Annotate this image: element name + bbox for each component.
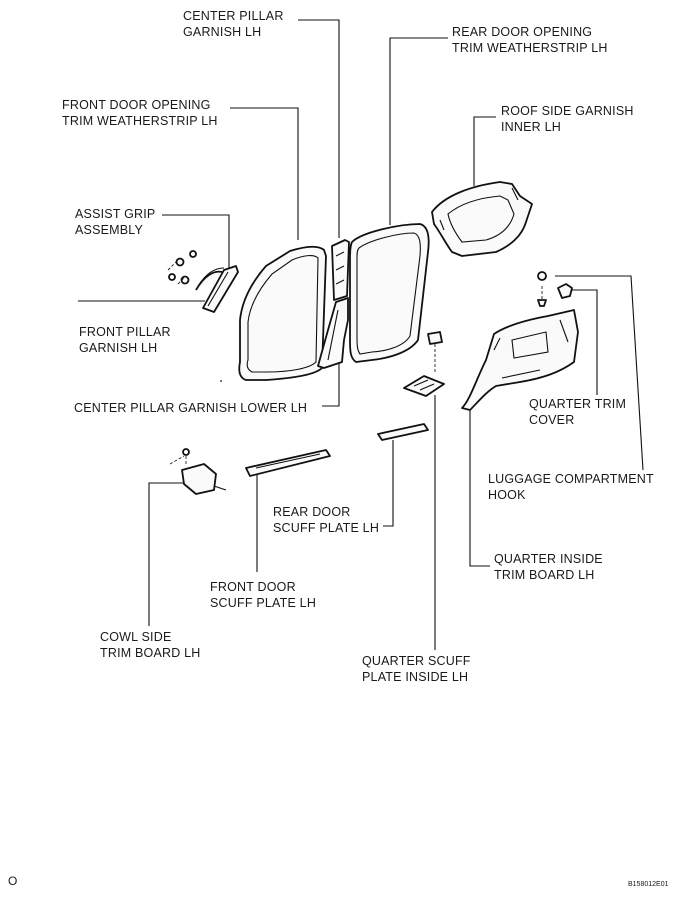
leader-roof-side-garnish: [473, 116, 496, 186]
leader-cowl-side-trim: [148, 482, 188, 626]
stray-dot: [220, 380, 222, 382]
label-rear-door-weatherstrip: REAR DOOR OPENING TRIM WEATHERSTRIP LH: [452, 25, 608, 55]
leader-quarter-trim-cover: [570, 289, 598, 395]
leader-center-pillar-garnish: [298, 19, 340, 238]
roof-side-garnish-part: [431, 181, 533, 257]
leader-front-door-weatherstrip: [230, 107, 299, 240]
label-cowl-side-trim: COWL SIDE TRIM BOARD LH: [100, 630, 201, 660]
label-rear-door-scuff: REAR DOOR SCUFF PLATE LH: [273, 505, 380, 535]
label-quarter-inside-trim: QUARTER INSIDE TRIM BOARD LH: [494, 552, 603, 582]
label-luggage-hook: LUGGAGE COMPARTMENT HOOK: [488, 472, 654, 502]
quarter-inside-trim-part: [461, 309, 579, 411]
front-door-scuff-part: [245, 449, 331, 477]
assist-grip-part: [167, 250, 225, 291]
front-door-weatherstrip-part: [238, 245, 327, 381]
leader-luggage-hook: [555, 275, 644, 471]
quarter-scuff-inside-part: [403, 331, 445, 397]
leader-center-pillar-lower: [322, 360, 340, 407]
rear-door-scuff-part: [377, 423, 429, 441]
figure-code: B158012E01: [628, 881, 669, 888]
label-quarter-trim-cover: QUARTER TRIM COVER: [529, 397, 627, 427]
rear-door-weatherstrip-part: [349, 223, 430, 363]
label-center-pillar-garnish: CENTER PILLAR GARNISH LH: [183, 9, 284, 39]
label-front-door-weatherstrip: FRONT DOOR OPENING TRIM WEATHERSTRIP LH: [62, 98, 218, 128]
label-roof-side-garnish: ROOF SIDE GARNISH INNER LH: [501, 104, 634, 134]
label-assist-grip: ASSIST GRIP ASSEMBLY: [75, 207, 156, 237]
label-center-pillar-lower: CENTER PILLAR GARNISH LOWER LH: [74, 401, 308, 415]
quarter-trim-cover-part: [537, 271, 573, 307]
leader-rear-door-weatherstrip: [389, 37, 448, 225]
corner-mark: O: [8, 874, 18, 888]
center-pillar-garnish-part: [331, 239, 350, 301]
center-pillar-lower-part: [317, 297, 349, 369]
leader-lines: [78, 19, 644, 650]
front-pillar-garnish-part: [202, 265, 239, 313]
label-front-door-scuff: FRONT DOOR SCUFF PLATE LH: [210, 580, 317, 610]
leader-rear-door-scuff: [383, 440, 394, 527]
cowl-side-trim-part: [169, 448, 227, 495]
leader-assist-grip: [162, 214, 230, 268]
label-front-pillar-garnish: FRONT PILLAR GARNISH LH: [79, 325, 171, 355]
leader-quarter-inside-trim: [469, 405, 490, 567]
label-quarter-scuff-inside: QUARTER SCUFF PLATE INSIDE LH: [362, 654, 471, 684]
